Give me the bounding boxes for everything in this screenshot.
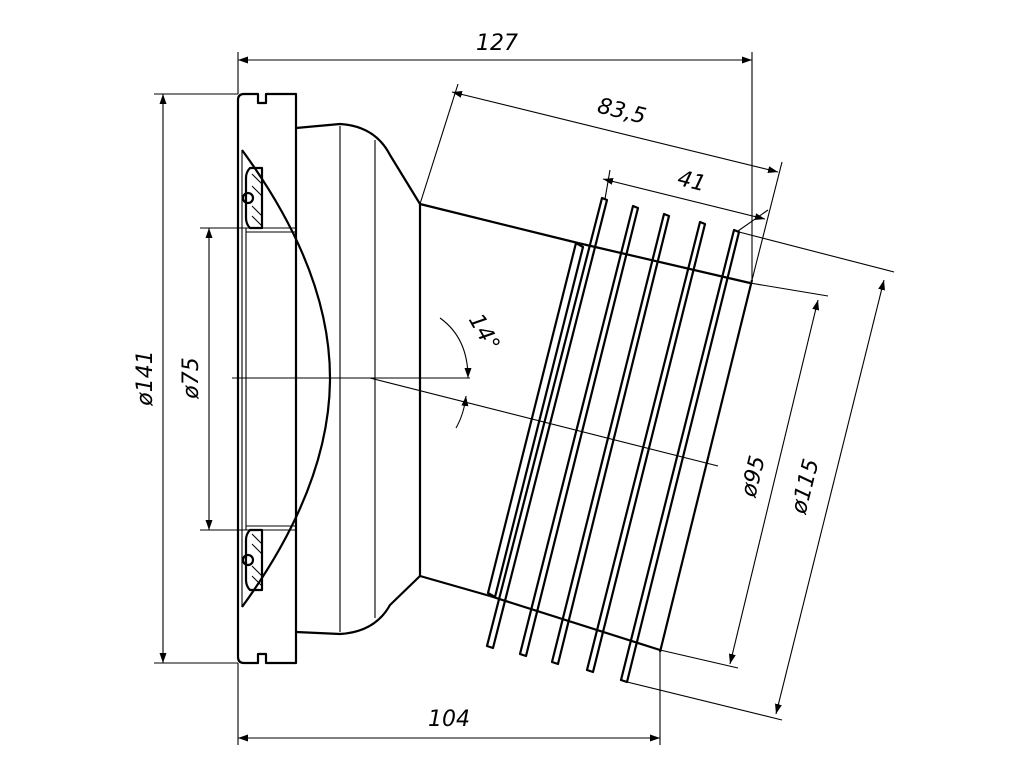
dim-label-socket-length: 83,5 [595,94,649,130]
dimension-ribbed-length [602,169,769,232]
dim-label-base-length: 104 [428,707,470,732]
dim-label-overall-length: 127 [476,31,518,56]
dim-label-bore-diameter: ø75 [179,357,204,399]
dimension-socket-outer-diameter [626,231,895,721]
dim-label-socket-inner-diameter: ø95 [736,453,771,500]
dimension-socket-length [419,83,783,281]
seal-ring-bottom [241,528,264,592]
seal-ring-top [241,166,264,230]
dim-label-angle: 14° [463,310,504,356]
center-lines [232,377,719,467]
dimension-flange-diameter [154,93,238,664]
dimension-bore-diameter [200,227,246,531]
dim-label-socket-outer-diameter: ø115 [787,457,825,518]
dim-label-flange-diameter: ø141 [133,350,158,406]
dimension-angle [439,317,472,429]
flange [236,92,298,665]
dimension-overall-length [237,52,753,282]
ribbed-socket [485,196,754,684]
pipe-body [295,122,579,636]
dimension-base-length [237,652,661,745]
dim-label-ribbed-length: 41 [675,166,708,197]
